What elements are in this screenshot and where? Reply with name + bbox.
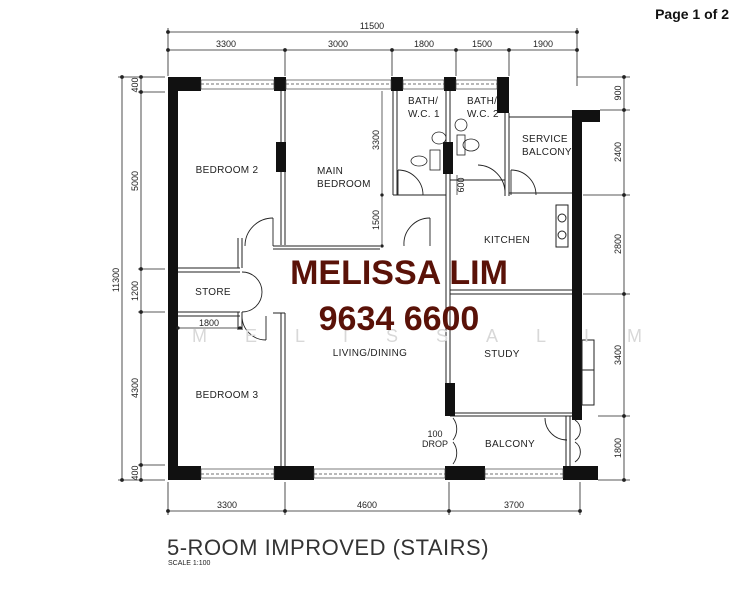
room-store: STORE xyxy=(195,287,231,298)
dim-left-1: 400 xyxy=(130,77,140,92)
windows xyxy=(200,79,564,479)
room-study: STUDY xyxy=(484,349,519,360)
top-dimensions xyxy=(166,28,579,86)
bathroom-fixtures xyxy=(410,118,480,171)
room-kitchen: KITCHEN xyxy=(484,235,530,246)
interior-dimension-lines xyxy=(176,91,458,330)
dim-bottom-2: 4600 xyxy=(357,500,377,510)
dim-left-overall: 11300 xyxy=(111,268,121,292)
dim-top-1: 3300 xyxy=(216,39,236,49)
room-service-balcony-line1: SERVICE xyxy=(522,134,568,145)
door-swings xyxy=(241,164,581,465)
right-dimensions xyxy=(577,75,630,482)
dim-right-4: 3400 xyxy=(613,345,623,365)
dim-bottom-1: 3300 xyxy=(217,500,237,510)
dim-left-3: 1200 xyxy=(130,281,140,301)
room-service-balcony-line2: BALCONY xyxy=(522,147,572,158)
dim-store-1800: 1800 xyxy=(199,318,219,328)
page-indicator: Page 1 of 2 xyxy=(655,6,729,22)
room-bath1-line2: W.C. 1 xyxy=(408,109,440,120)
room-main-bedroom-line2: BEDROOM xyxy=(317,179,371,190)
dim-left-2: 5000 xyxy=(130,171,140,191)
room-bath2-line1: BATH/ xyxy=(467,96,497,107)
dim-top-3: 1800 xyxy=(414,39,434,49)
dim-right-2: 2400 xyxy=(613,142,623,162)
dim-bath-600: 600 xyxy=(456,177,466,192)
dim-top-5: 1900 xyxy=(533,39,553,49)
drop-label: DROP xyxy=(422,439,448,449)
dim-top-2: 3000 xyxy=(328,39,348,49)
drop-value: 100 xyxy=(427,429,442,439)
dim-left-4: 4300 xyxy=(130,378,140,398)
watermark-name: MELISSA LIM xyxy=(290,254,508,292)
room-bedroom-3: BEDROOM 3 xyxy=(196,390,259,401)
dim-right-1: 900 xyxy=(613,85,623,100)
room-bath1-line1: BATH/ xyxy=(408,96,438,107)
dim-bottom-3: 3700 xyxy=(504,500,524,510)
room-bedroom-2: BEDROOM 2 xyxy=(196,165,259,176)
dim-left-5: 400 xyxy=(130,465,140,480)
dim-main-bedroom-1500: 1500 xyxy=(371,210,381,230)
room-bath2-line2: W.C. 2 xyxy=(467,109,499,120)
room-living-dining: LIVING/DINING xyxy=(333,348,407,359)
plan-title: 5-ROOM IMPROVED (STAIRS) xyxy=(167,535,489,560)
dim-top-4: 1500 xyxy=(472,39,492,49)
dim-right-5: 1800 xyxy=(613,438,623,458)
interior-wall-blocks xyxy=(172,142,455,416)
exterior-walls xyxy=(168,77,600,480)
room-main-bedroom-line1: MAIN xyxy=(317,166,343,177)
watermark-faint: MELISSALIM xyxy=(192,326,680,346)
watermark-phone: 9634 6600 xyxy=(319,300,480,338)
bottom-dimensions xyxy=(166,482,582,515)
dim-main-bedroom-3300: 3300 xyxy=(371,130,381,150)
dim-top-overall: 11500 xyxy=(360,21,384,31)
dim-right-3: 2800 xyxy=(613,234,623,254)
left-dimensions xyxy=(118,75,165,482)
room-balcony: BALCONY xyxy=(485,439,535,450)
plan-scale: SCALE 1:100 xyxy=(168,560,211,567)
